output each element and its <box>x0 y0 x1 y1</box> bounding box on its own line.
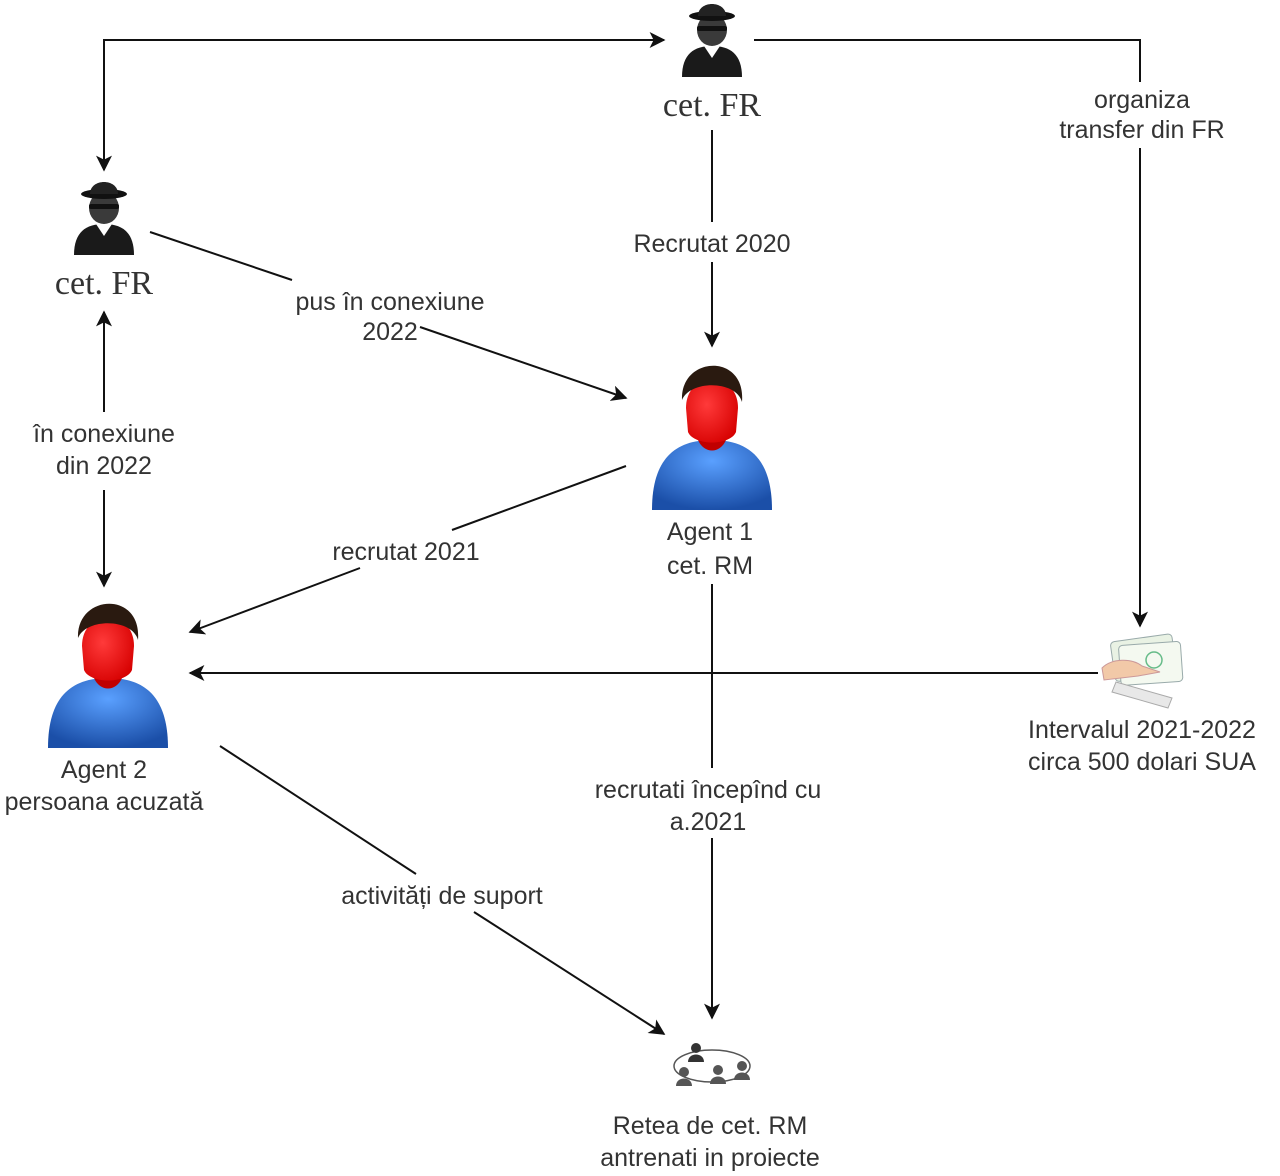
edge-organize-transfer <box>754 39 1141 82</box>
edge-support-lower <box>473 911 666 1035</box>
edge-label-in-connection-2: din 2022 <box>56 452 152 480</box>
agent-icon <box>48 603 168 748</box>
node-label-spy-top: cet. FR <box>663 87 762 124</box>
node-label-agent1-name: Agent 1 <box>667 518 753 546</box>
node-label-agent2-name: Agent 2 <box>61 756 147 784</box>
edge-connected-2022-upper <box>149 231 293 281</box>
edge-recruited-2021-upper <box>451 465 627 531</box>
edge-label-connected-2022-2: 2022 <box>362 318 418 346</box>
node-label-spy-left: cet. FR <box>55 265 154 302</box>
node-label-agent2-role: persoana acuzată <box>5 788 204 816</box>
node-label-agent1-role: cet. RM <box>667 552 753 580</box>
edge-label-in-connection-1: în conexiune <box>32 420 175 448</box>
edge-label-organize-2: transfer din FR <box>1059 116 1224 144</box>
spy-icon <box>74 182 134 255</box>
node-label-money-amount: circa 500 dolari SUA <box>1028 748 1256 776</box>
edge-label-organize-1: organiza <box>1094 86 1190 114</box>
edge-label-recruited-from-2: a.2021 <box>670 808 746 836</box>
node-label-network-desc: antrenati in proiecte <box>600 1144 820 1172</box>
edge-label-recruited-from-1: recrutati începînd cu <box>595 776 822 804</box>
edge-label-support: activități de suport <box>341 882 543 910</box>
network-icon <box>673 1043 751 1086</box>
edge-label-recruited-2021: recrutat 2021 <box>332 538 479 566</box>
edge-connected-2022-lower <box>419 326 628 401</box>
edge-spies-link <box>96 32 666 172</box>
node-label-money-interval: Intervalul 2021-2022 <box>1028 716 1256 744</box>
node-label-network-title: Retea de cet. RM <box>613 1112 808 1140</box>
edge-label-connected-2022-1: pus în conexiune <box>295 288 484 316</box>
edge-label-recruited-2020: Recrutat 2020 <box>633 230 790 258</box>
edge-support-upper <box>219 745 417 875</box>
edge-recruited-2021-lower <box>188 567 361 635</box>
agent-icon <box>652 365 772 510</box>
money-hand-icon <box>1101 633 1184 709</box>
spy-icon <box>682 4 742 77</box>
